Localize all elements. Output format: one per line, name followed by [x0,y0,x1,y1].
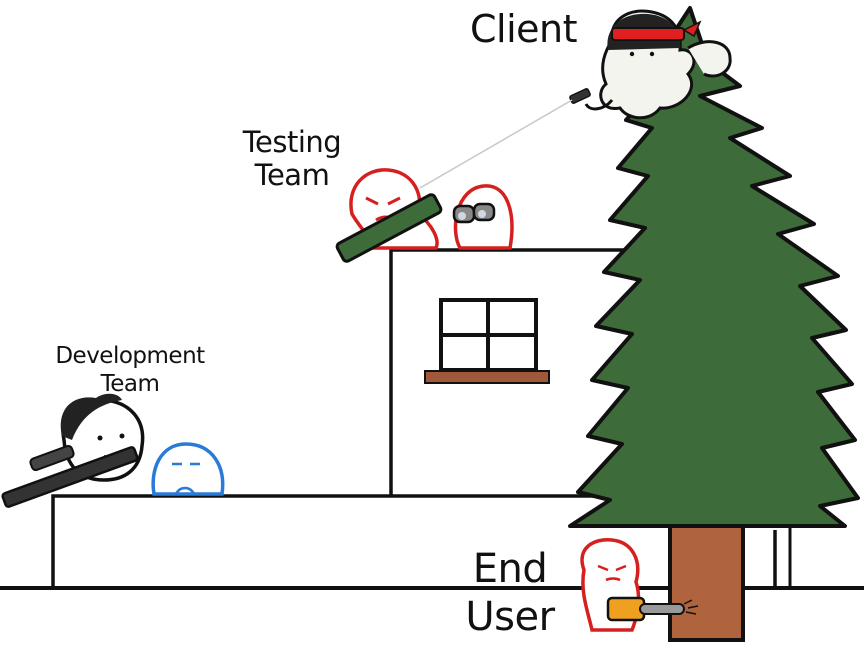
client-pistol [569,88,591,104]
end-user-character [580,538,699,632]
low-wall [51,494,792,588]
house-window [439,298,538,372]
window-sill [424,370,550,384]
chainsaw [606,596,699,622]
tree-trunk [668,516,745,642]
testing-team-label: Testing Team [242,125,342,192]
testing-team-characters [335,168,514,263]
client-label: Client [470,7,578,51]
development-team-label: Development Team [55,343,205,397]
sniper-rifle [1,444,139,508]
laser-sight [419,99,573,189]
end-user-label: End User [465,546,555,640]
client-headband [611,27,685,41]
client-character [419,9,732,189]
house [389,248,630,496]
pine-tree [568,6,860,528]
binoculars-icon [452,202,496,224]
development-team-characters [1,393,225,508]
bazooka [335,193,443,263]
